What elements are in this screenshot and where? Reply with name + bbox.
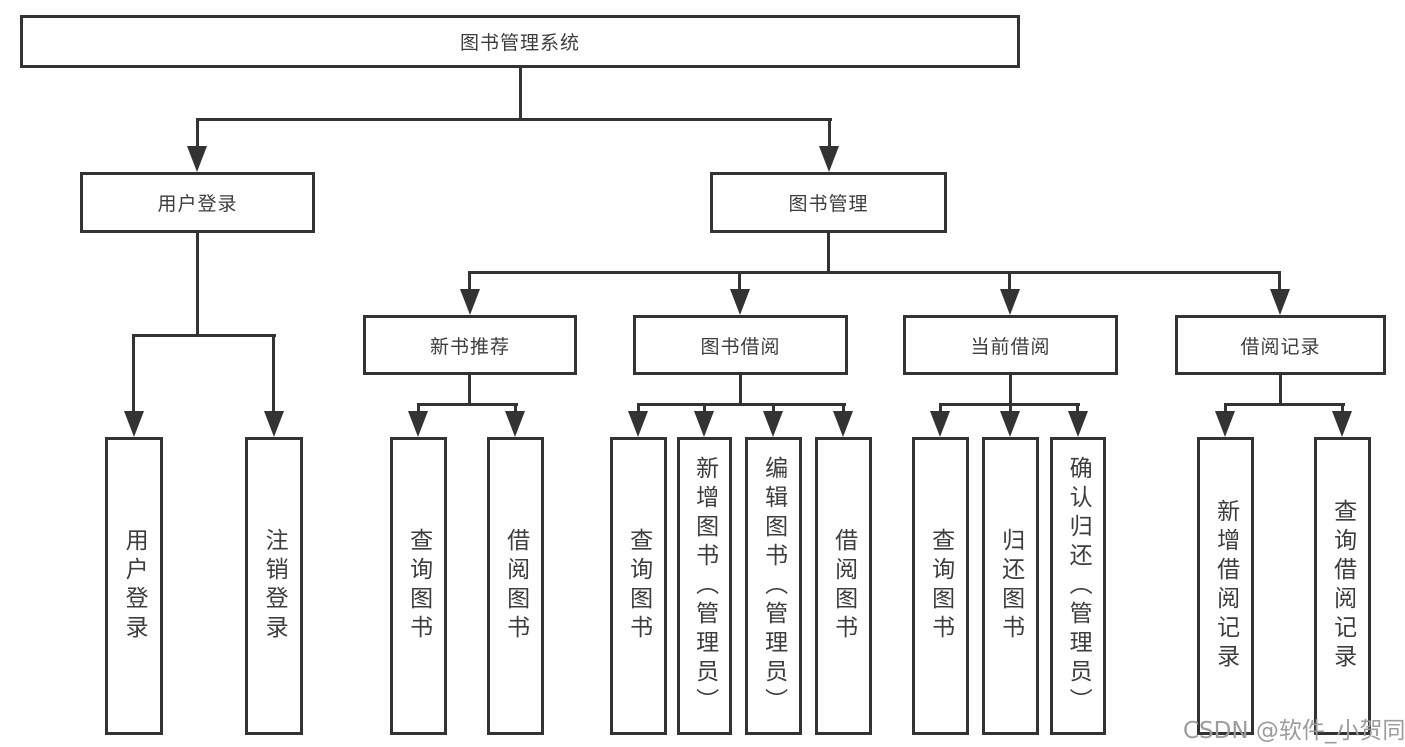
connector-line [738, 271, 741, 293]
node-user-login-label: 用户登录 [157, 193, 238, 215]
node-new-book-recommend: 新书推荐 [363, 315, 577, 375]
arrow-down-icon [1068, 411, 1088, 437]
leaf-records-query-label: 查询借阅记录 [1329, 499, 1356, 673]
leaf-current-return: 归还图书 [982, 437, 1039, 735]
leaf-borrow-edit-book-label: 编辑图书（管理员） [760, 455, 787, 717]
leaf-borrow-edit-book: 编辑图书（管理员） [745, 437, 802, 735]
arrow-down-icon [833, 411, 853, 437]
connector-line [1009, 375, 1012, 406]
leaf-borrow-query: 查询图书 [610, 437, 667, 735]
arrow-down-icon [1215, 411, 1235, 437]
connector-line [827, 233, 830, 274]
arrow-down-icon [1000, 411, 1020, 437]
leaf-current-confirm-return-label: 确认归还（管理员） [1065, 455, 1092, 717]
node-book-borrow-label: 图书借阅 [700, 335, 781, 358]
node-book-management-label: 图书管理 [788, 193, 869, 215]
connector-line [1224, 403, 1227, 415]
leaf-records-query: 查询借阅记录 [1314, 437, 1371, 735]
connector-line [1278, 271, 1281, 293]
connector-line [1008, 271, 1011, 293]
connector-line [703, 403, 706, 415]
arrow-down-icon [408, 411, 428, 437]
connector-line [739, 375, 742, 406]
leaf-current-return-label: 归还图书 [997, 528, 1024, 644]
arrow-down-icon [505, 411, 525, 437]
arrow-down-icon [1000, 289, 1020, 315]
leaf-borrow-add-book: 新增图书（管理员） [677, 437, 732, 735]
connector-line [1341, 403, 1344, 415]
node-book-management: 图书管理 [710, 172, 947, 233]
connector-line [417, 403, 420, 415]
leaf-current-query-label: 查询图书 [927, 528, 954, 644]
leaf-newbook-borrow: 借阅图书 [487, 437, 544, 735]
arrow-down-icon [694, 411, 714, 437]
connector-line [828, 118, 831, 150]
node-user-login: 用户登录 [80, 172, 315, 233]
leaf-logout: 注销登录 [245, 437, 303, 735]
connector-line [417, 403, 518, 406]
leaf-current-confirm-return: 确认归还（管理员） [1050, 437, 1106, 735]
arrow-down-icon [930, 411, 950, 437]
leaf-newbook-query-label: 查询图书 [405, 528, 432, 644]
leaf-borrow-add-book-label: 新增图书（管理员） [691, 455, 718, 717]
connector-line [772, 403, 775, 415]
connector-line [272, 334, 275, 414]
arrow-down-icon [124, 411, 144, 437]
connector-line [842, 403, 845, 415]
node-root: 图书管理系统 [20, 15, 1020, 68]
node-borrow-records-label: 借阅记录 [1240, 335, 1321, 358]
leaf-logout-label: 注销登录 [261, 528, 288, 644]
leaf-borrow-borrow-book: 借阅图书 [815, 437, 872, 735]
connector-line [1279, 375, 1282, 406]
leaf-borrow-query-label: 查询图书 [625, 528, 652, 644]
connector-line [196, 233, 199, 337]
connector-line [1076, 403, 1079, 415]
leaf-user-login-label: 用户登录 [121, 528, 148, 644]
node-borrow-records: 借阅记录 [1175, 315, 1386, 375]
node-current-borrow: 当前借阅 [903, 315, 1118, 375]
arrow-down-icon [187, 146, 207, 172]
node-root-label: 图书管理系统 [459, 32, 580, 54]
leaf-newbook-borrow-label: 借阅图书 [502, 528, 529, 644]
connector-line [1224, 403, 1345, 406]
connector-line [132, 334, 276, 337]
connector-line [196, 118, 832, 121]
leaf-records-add: 新增借阅记录 [1197, 437, 1254, 735]
connector-line [519, 68, 522, 121]
connector-line [637, 403, 846, 406]
arrow-down-icon [264, 411, 284, 437]
connector-line [939, 403, 942, 415]
connector-line [514, 403, 517, 415]
leaf-records-add-label: 新增借阅记录 [1212, 499, 1239, 673]
leaf-borrow-borrow-book-label: 借阅图书 [830, 528, 857, 644]
connector-line [132, 334, 135, 414]
arrow-down-icon [1332, 411, 1352, 437]
connector-line [468, 271, 1281, 274]
connector-line [1009, 403, 1012, 415]
leaf-current-query: 查询图书 [912, 437, 969, 735]
csdn-watermark: CSDN @软件_小贺同学 [1183, 718, 1405, 744]
connector-line [468, 271, 471, 293]
node-new-book-recommend-label: 新书推荐 [429, 335, 510, 358]
connector-line [468, 375, 471, 406]
arrow-down-icon [819, 146, 839, 172]
arrow-down-icon [763, 411, 783, 437]
arrow-down-icon [460, 289, 480, 315]
node-book-borrow: 图书借阅 [633, 315, 848, 375]
arrow-down-icon [1270, 289, 1290, 315]
connector-line [637, 403, 640, 415]
arrow-down-icon [628, 411, 648, 437]
connector-line [196, 118, 199, 150]
node-current-borrow-label: 当前借阅 [970, 335, 1051, 358]
leaf-user-login: 用户登录 [105, 437, 163, 735]
arrow-down-icon [730, 289, 750, 315]
leaf-newbook-query: 查询图书 [390, 437, 447, 735]
